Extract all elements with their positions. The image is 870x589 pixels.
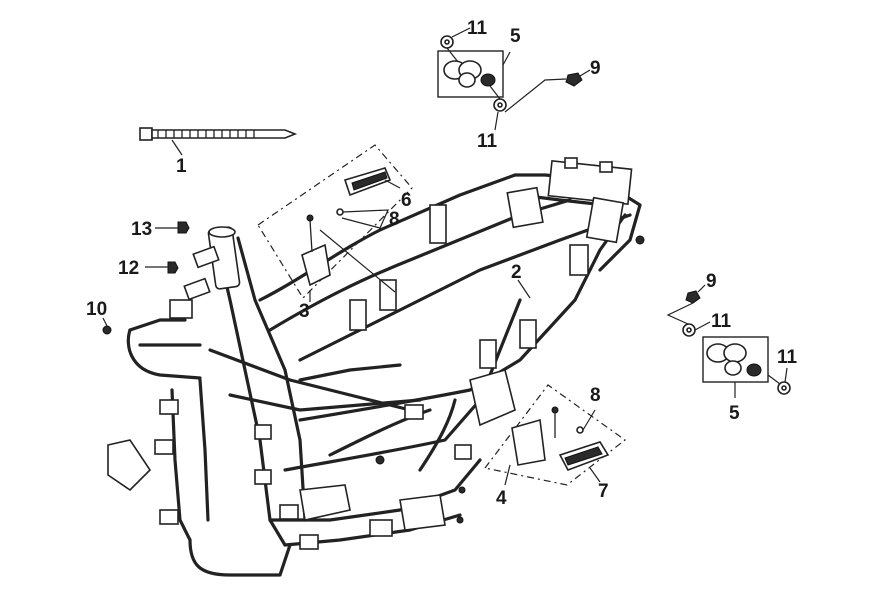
callout-12: 12 — [118, 258, 139, 279]
callout-9-top: 9 — [590, 58, 601, 79]
callout-4: 4 — [496, 488, 507, 509]
main-frame — [107, 157, 645, 577]
callout-8-left: 8 — [389, 209, 400, 230]
callout-3: 3 — [299, 301, 310, 322]
bolt-13 — [155, 221, 190, 234]
rubber-bushing-set-top — [437, 27, 591, 131]
callout-11-right-b: 11 — [777, 347, 798, 368]
cable-tie — [139, 127, 298, 156]
callout-10: 10 — [86, 299, 107, 320]
callout-5-right: 5 — [729, 403, 740, 424]
callout-13: 13 — [131, 219, 152, 240]
callout-8-right: 8 — [590, 385, 601, 406]
frame-leader — [517, 279, 531, 299]
fastener-10 — [102, 317, 112, 335]
rubber-bushing-set-right — [666, 284, 791, 398]
callout-11-topbottom: 11 — [477, 131, 498, 152]
bolt-12 — [145, 261, 179, 274]
callout-1: 1 — [176, 156, 187, 177]
callout-11-right-a: 11 — [711, 311, 732, 332]
callout-9-right: 9 — [706, 271, 717, 292]
footrest-assembly-right — [483, 384, 627, 486]
callout-7: 7 — [598, 481, 609, 502]
callout-6: 6 — [401, 190, 412, 211]
callout-2: 2 — [511, 262, 522, 283]
callout-11-top: 11 — [467, 18, 488, 39]
footrest-assembly-left — [257, 144, 413, 302]
callout-5-top: 5 — [510, 26, 521, 47]
